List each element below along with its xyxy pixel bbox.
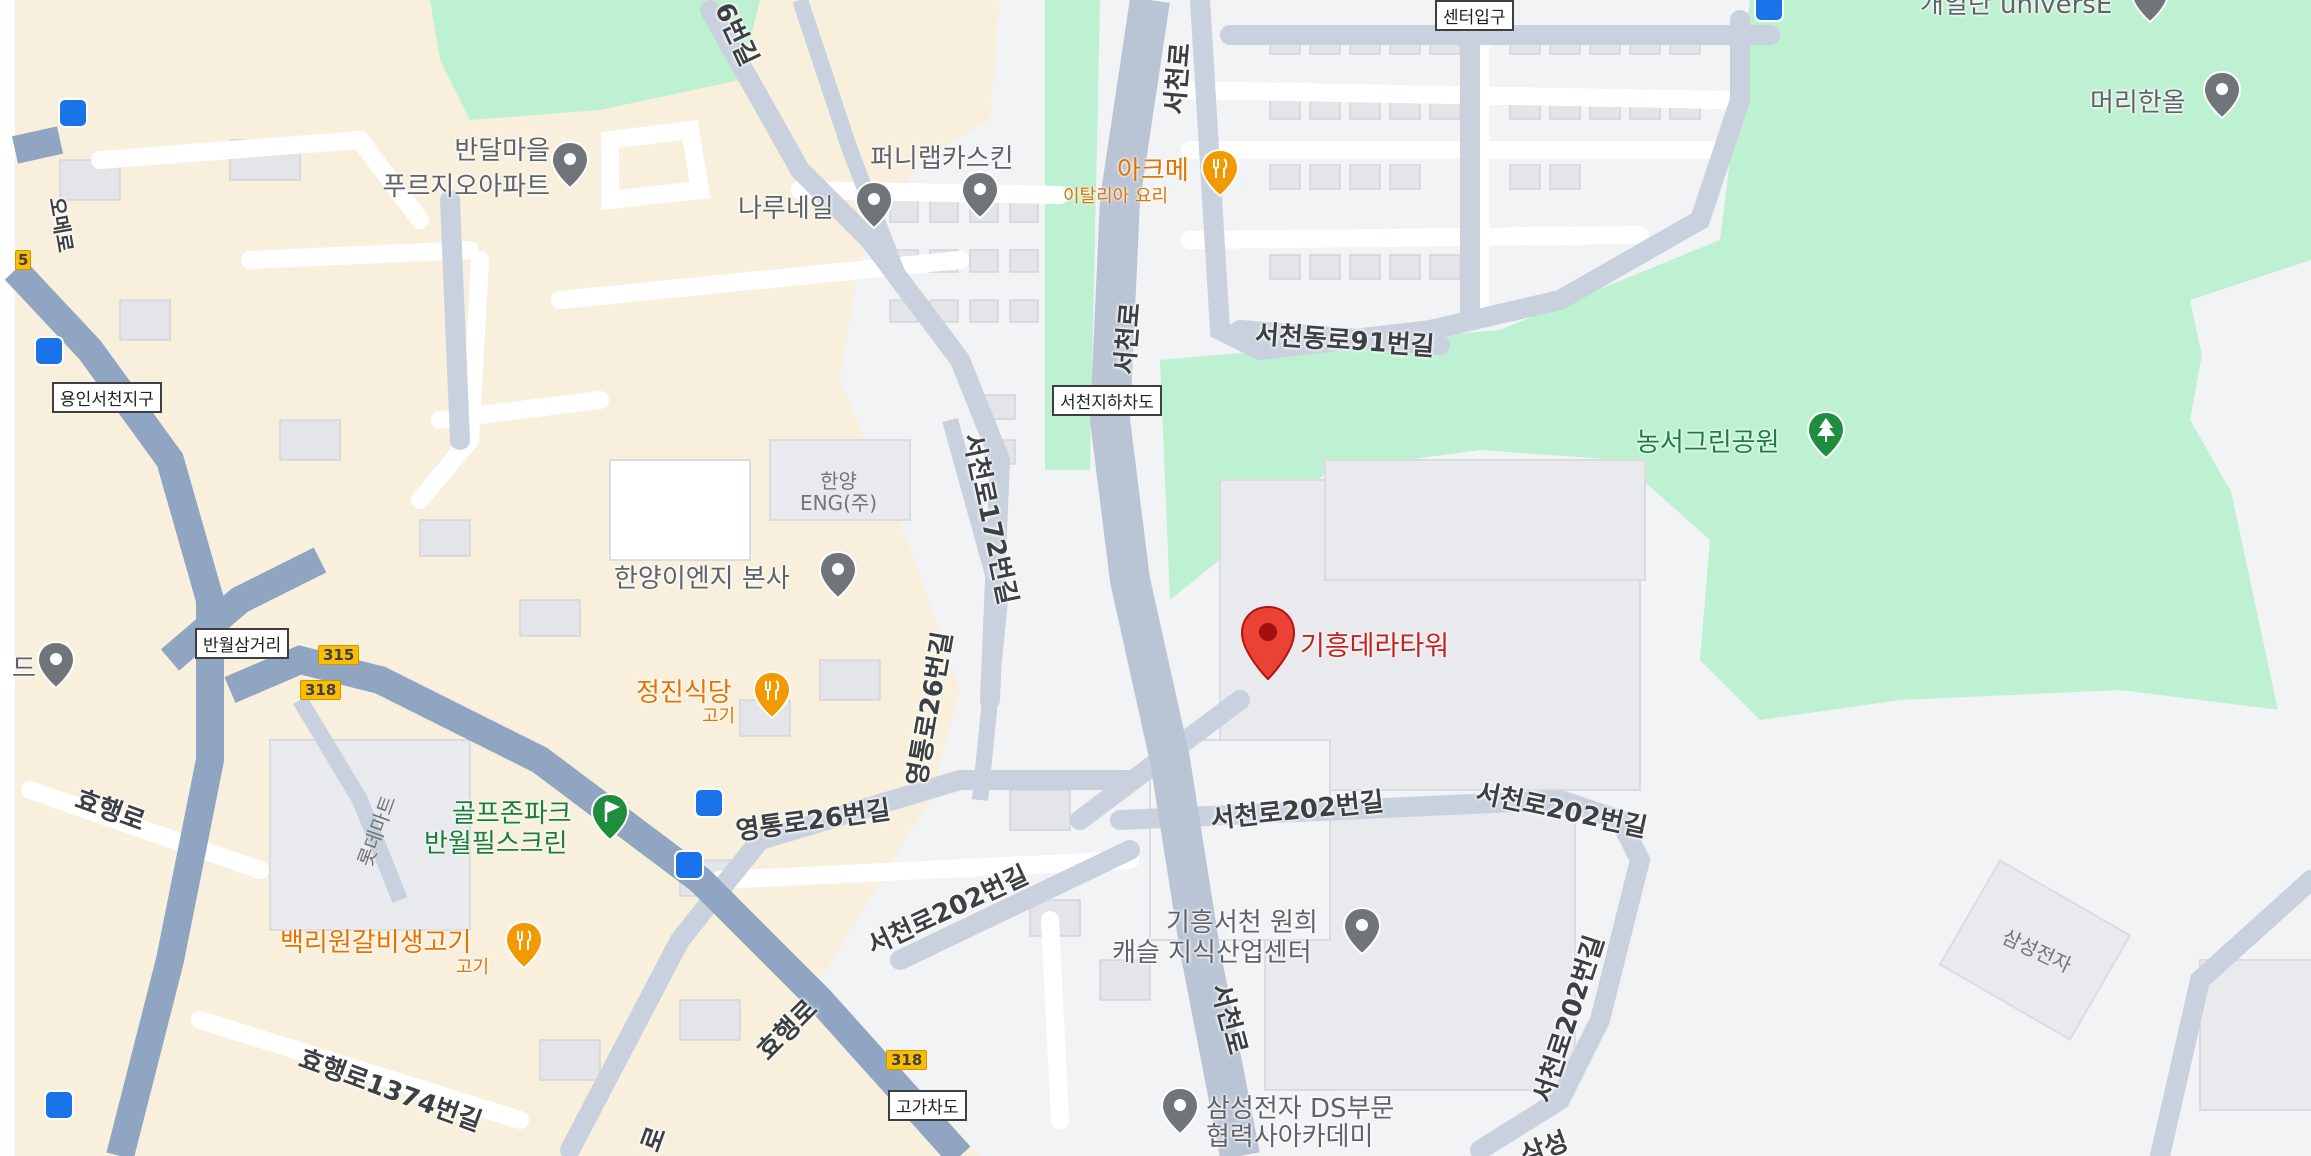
poi-golfzon-label-line2[interactable]: 반월필스크린 bbox=[424, 829, 568, 859]
bus-stop-icon[interactable] bbox=[60, 100, 86, 126]
poi-bandal-label-line2[interactable]: 푸르지오아파트 bbox=[382, 172, 550, 202]
poi-meorihanol-label[interactable]: 머리한올 bbox=[2090, 88, 2186, 118]
grey-pin-icon[interactable] bbox=[1342, 906, 1382, 956]
park-strip bbox=[1045, 0, 1100, 470]
road-label-seocheon-top: 서천로 bbox=[1160, 41, 1197, 116]
red-pin-icon[interactable] bbox=[1240, 605, 1296, 681]
junction-label-yongin[interactable]: 용인서천지구 bbox=[52, 382, 162, 413]
selected-place-label[interactable]: 기흥데라타워 bbox=[1300, 631, 1450, 662]
poi-acme-sub: 이탈리아 요리 bbox=[1063, 186, 1169, 207]
bus-stop-icon[interactable] bbox=[696, 790, 722, 816]
restaurant-icon[interactable] bbox=[504, 920, 544, 970]
grey-pin-icon[interactable] bbox=[960, 170, 1000, 220]
park-nongseo bbox=[1160, 0, 2311, 720]
restaurant-icon[interactable] bbox=[1200, 148, 1240, 198]
grey-pin-icon[interactable] bbox=[550, 140, 590, 190]
poi-samsung-ds-label[interactable]: 삼성전자 DS부문 bbox=[1206, 1094, 1395, 1124]
route-shield-315: 315 bbox=[318, 645, 360, 665]
poi-samsung-ds-label-line2[interactable]: 협력사아카데미 bbox=[1206, 1122, 1374, 1152]
route-shield-318-b: 318 bbox=[886, 1050, 928, 1070]
junction-label-center-entrance[interactable]: 센터입구 bbox=[1435, 0, 1514, 31]
poi-baekri-sub: 고기 bbox=[456, 957, 490, 978]
poi-top-partial-label[interactable]: 개일란 universE bbox=[1920, 0, 2113, 20]
park-tree-icon[interactable] bbox=[1806, 410, 1846, 460]
golf-icon[interactable] bbox=[590, 792, 630, 842]
poi-baekri-label[interactable]: 백리원갈비생고기 bbox=[280, 928, 472, 958]
bus-stop-icon[interactable] bbox=[46, 1092, 72, 1118]
junction-label-overpass[interactable]: 고가차도 bbox=[888, 1090, 967, 1121]
restaurant-icon[interactable] bbox=[752, 670, 792, 720]
poi-kiheung-label[interactable]: 기흥서천 원희 bbox=[1166, 908, 1318, 938]
poi-jeongjin-sub: 고기 bbox=[702, 706, 736, 727]
grey-pin-icon[interactable] bbox=[2202, 70, 2242, 120]
grey-pin-icon[interactable] bbox=[36, 640, 76, 690]
park-area-top bbox=[430, 0, 760, 120]
grey-pin-icon[interactable] bbox=[818, 550, 858, 600]
poi-narunail-label[interactable]: 나루네일 bbox=[738, 194, 834, 224]
road-label-seocheon-mid: 서천로 bbox=[1110, 301, 1147, 376]
route-shield-318: 318 bbox=[300, 680, 342, 700]
grey-pin-icon[interactable] bbox=[2130, 0, 2170, 24]
junction-label-seocheon-underpass[interactable]: 서천지하차도 bbox=[1052, 385, 1162, 416]
poi-left-partial-label[interactable]: 드 bbox=[12, 654, 36, 684]
poi-acme-label[interactable]: 아크메 bbox=[1117, 156, 1189, 186]
bus-stop-icon[interactable] bbox=[36, 338, 62, 364]
major-roads bbox=[4, 126, 971, 1156]
poi-hanyang-label[interactable]: 한양이엔지 본사 bbox=[614, 564, 790, 594]
bus-stop-icon[interactable] bbox=[1756, 0, 1782, 20]
bus-stop-icon[interactable] bbox=[676, 852, 702, 878]
route-shield-5: 5 bbox=[15, 250, 32, 270]
poi-kiheung-label-line2[interactable]: 캐슬 지식산업센터 bbox=[1112, 938, 1312, 968]
grey-pin-icon[interactable] bbox=[854, 180, 894, 230]
poi-golfzon-label[interactable]: 골프존파크 bbox=[452, 799, 572, 829]
junction-label-banwol[interactable]: 반월삼거리 bbox=[195, 628, 290, 659]
poi-jeongjin-label[interactable]: 정진식당 bbox=[636, 678, 732, 708]
poi-puni-label[interactable]: 퍼니랩카스킨 bbox=[870, 144, 1014, 174]
poi-bandal-label[interactable]: 반달마을 bbox=[454, 136, 550, 166]
building-label-hanyang: 한양 ENG(주) bbox=[800, 469, 878, 515]
grey-pin-icon[interactable] bbox=[1160, 1086, 1200, 1136]
poi-nongseo-label[interactable]: 농서그린공원 bbox=[1636, 428, 1780, 458]
